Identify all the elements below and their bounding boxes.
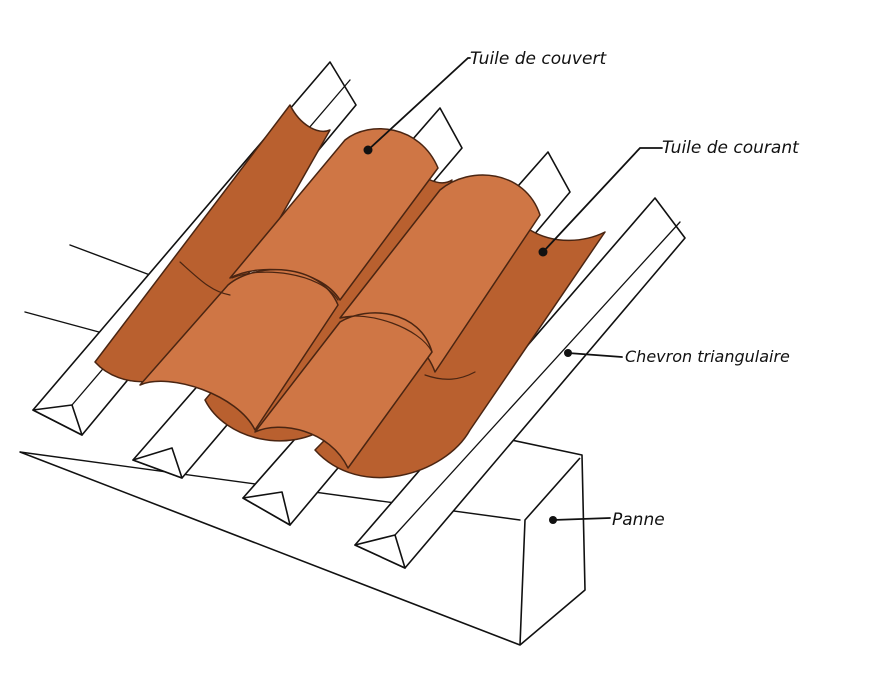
dot-panne: [549, 516, 557, 524]
chevron-1-end: [32, 404, 83, 436]
chevron-4-ridge: [394, 221, 681, 536]
leader-tuile-couvert: [367, 57, 471, 151]
label-panne: Panne: [612, 510, 665, 530]
label-chevron: Chevron triangulaire: [625, 347, 790, 366]
dot-tuile-couvert: [363, 145, 373, 155]
tiles-group: [94, 104, 606, 479]
chevron-2-end: [132, 447, 183, 479]
leaders: [363, 57, 663, 524]
chevron-4: [354, 197, 686, 569]
dot-chevron: [564, 349, 572, 357]
leader-tuile-courant: [542, 147, 663, 253]
leader-panne: [552, 517, 611, 521]
chevron-4-end: [354, 534, 406, 569]
seam-3: [179, 261, 231, 296]
background-batten-1: [24, 311, 111, 336]
seam-1: [231, 271, 339, 301]
chevron-3-end: [242, 491, 291, 526]
seam-2: [339, 315, 433, 353]
background-batten-2: [69, 244, 151, 276]
label-tuile-couvert: Tuile de couvert: [470, 49, 607, 69]
label-tuile-courant: Tuile de courant: [662, 138, 800, 158]
seam-4: [424, 371, 476, 380]
panne-edge: [519, 457, 581, 646]
leader-chevron: [567, 352, 623, 358]
dot-tuile-courant: [538, 247, 548, 257]
